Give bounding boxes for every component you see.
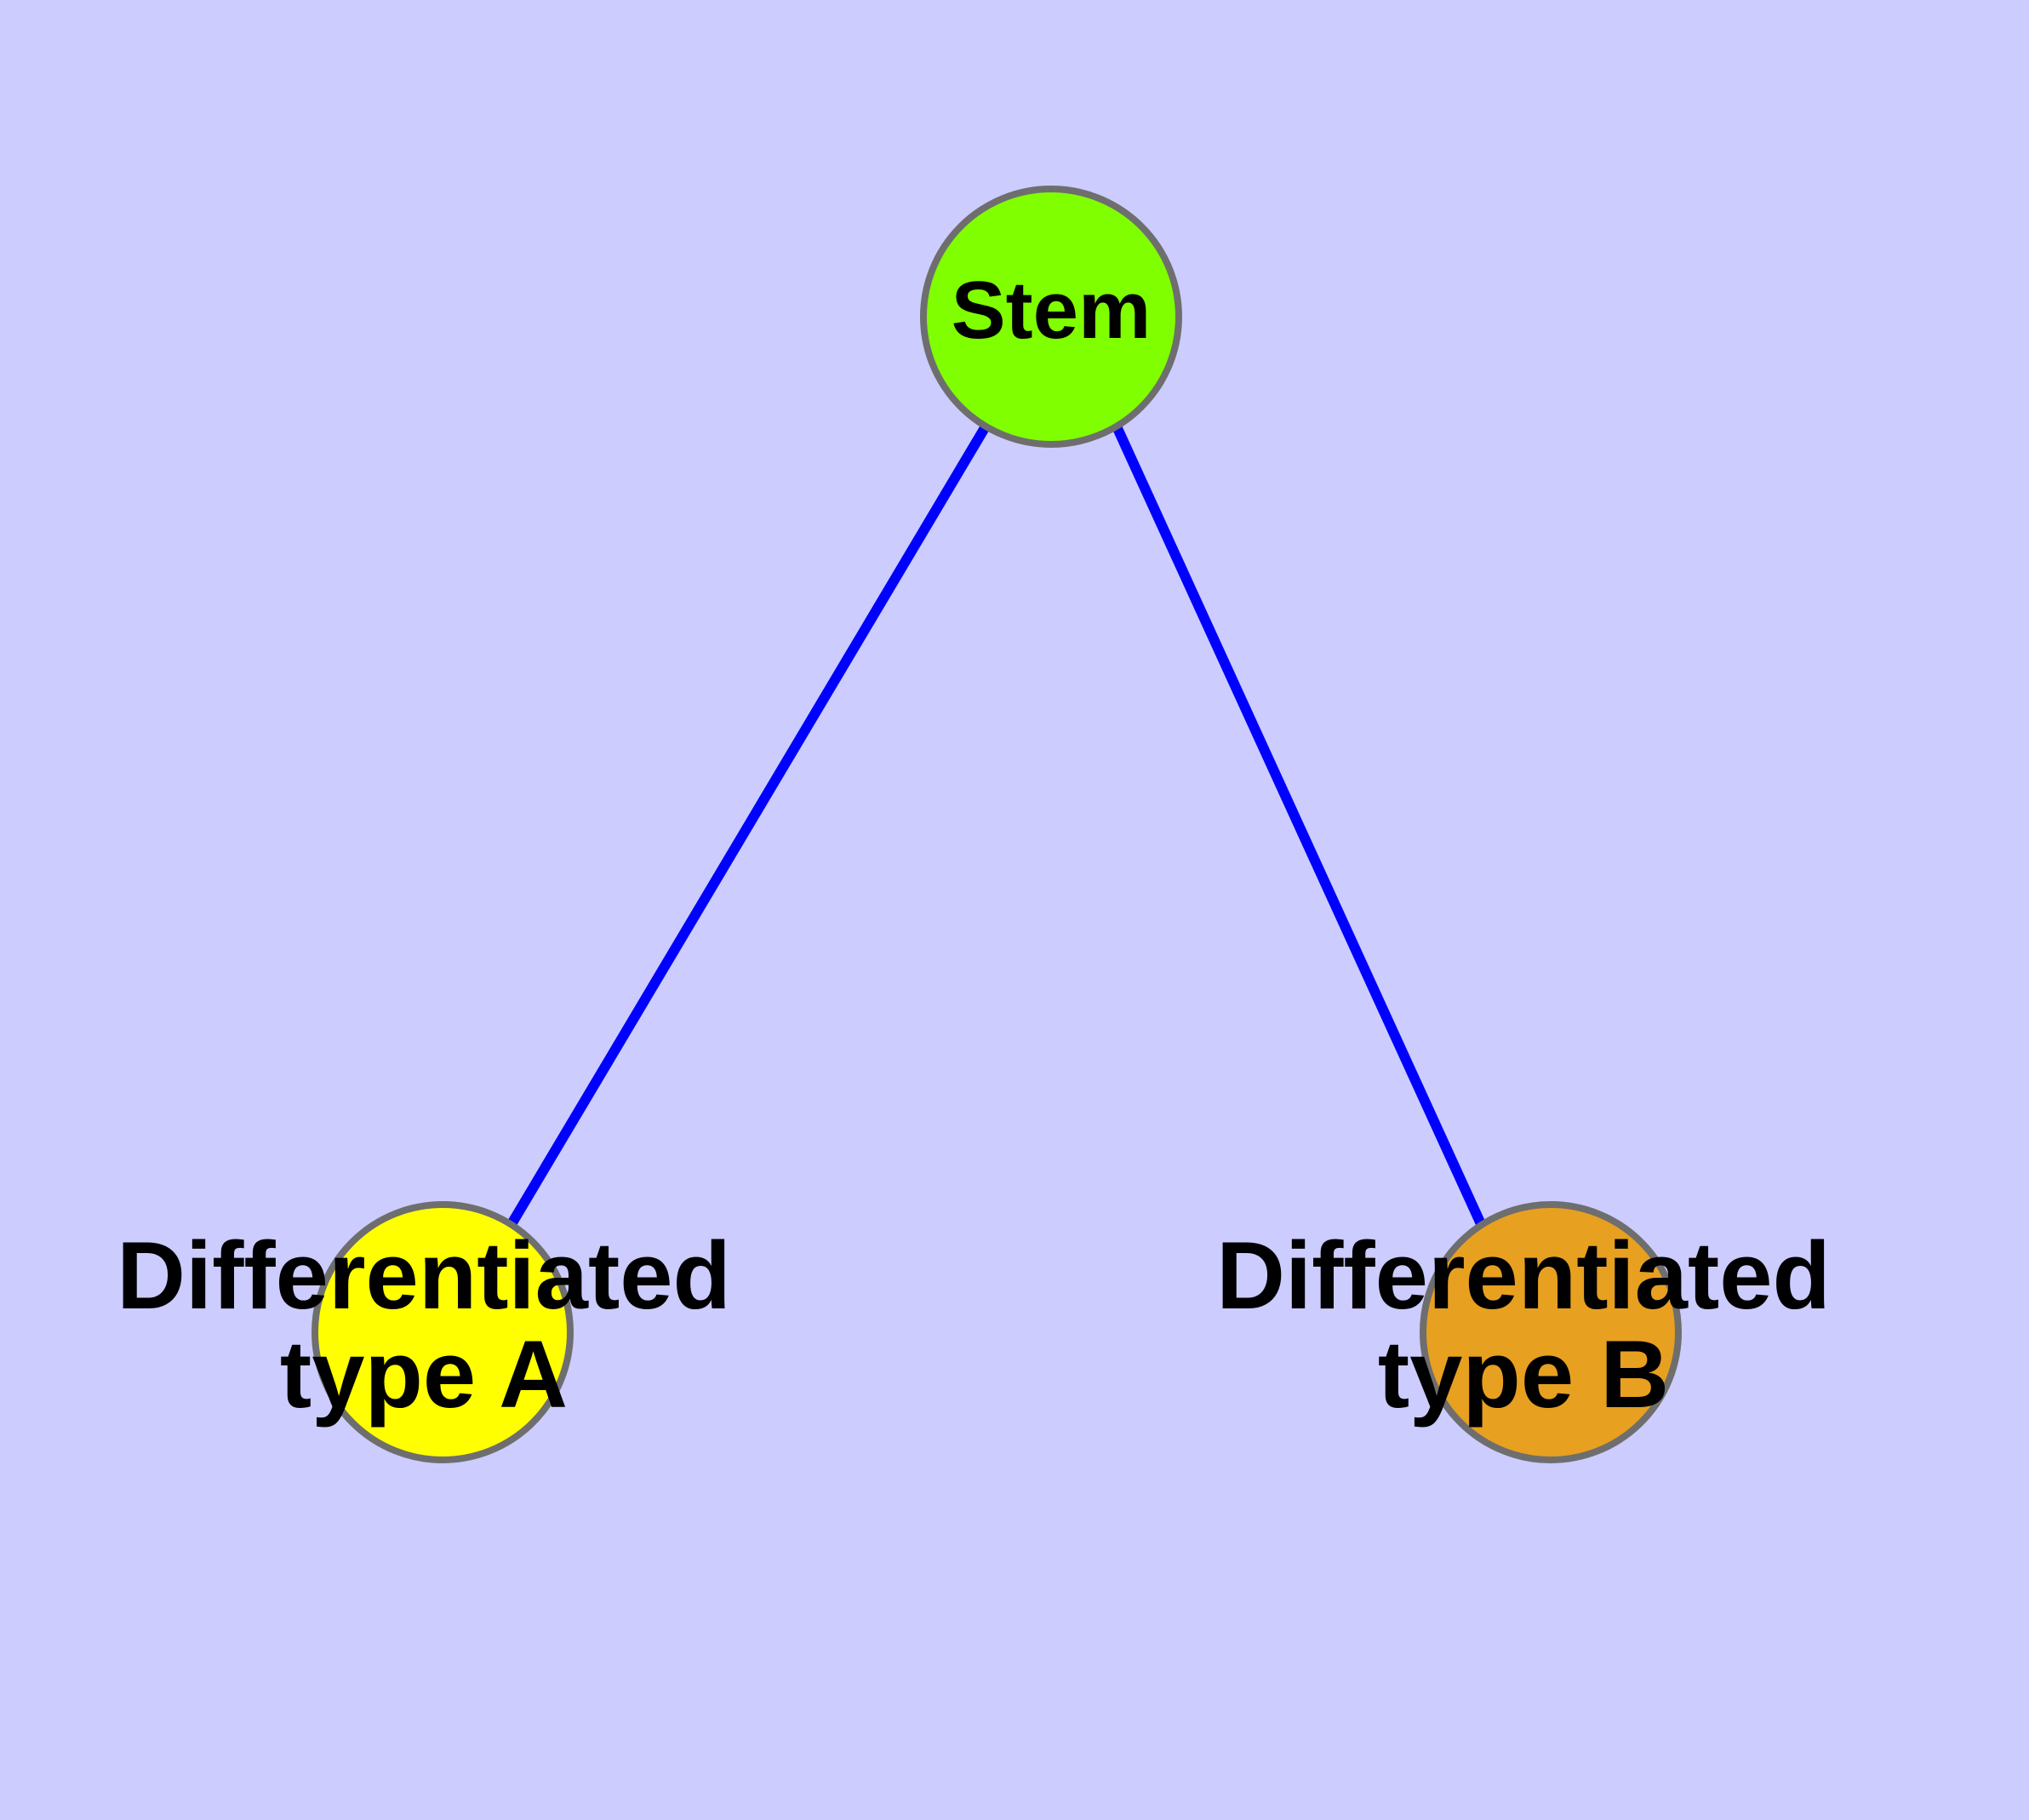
edges-layer: [506, 423, 1487, 1228]
node-label-line: Differentiated: [117, 1222, 731, 1328]
node-label-line: type A: [280, 1321, 568, 1428]
node-circle-stem[interactable]: [920, 186, 1182, 448]
node-label-line: Differentiated: [1216, 1222, 1831, 1328]
edge-stem-to-diff-a: [506, 423, 991, 1228]
node-label-stem: Stem: [952, 265, 1152, 356]
node-circle-diff-a[interactable]: [311, 1201, 574, 1463]
node-label-line: type B: [1378, 1321, 1669, 1428]
node-label-line: Stem: [952, 265, 1152, 356]
edge-stem-to-diff-b: [1112, 424, 1487, 1228]
node-stem[interactable]: Stem: [920, 186, 1182, 448]
node-circle-diff-b[interactable]: [1420, 1201, 1682, 1463]
